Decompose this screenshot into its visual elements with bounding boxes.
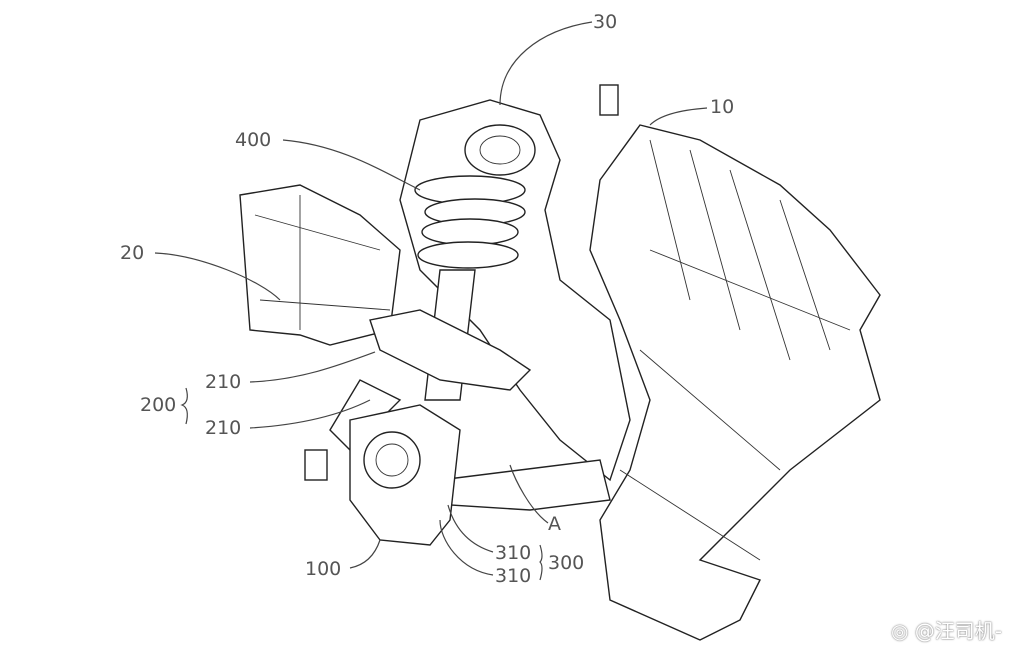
label-310-upper: 310 (495, 542, 531, 564)
leader-lines (154, 21, 708, 581)
label-200: 200 (140, 394, 176, 416)
weibo-icon: ◎ (890, 619, 915, 643)
label-210-upper: 210 (205, 371, 241, 393)
label-100: 100 (305, 558, 341, 580)
body-panel-10 (589, 124, 881, 641)
label-210-lower: 210 (205, 417, 241, 439)
knuckle-100 (304, 84, 619, 546)
label-310-lower: 310 (495, 565, 531, 587)
label-10: 10 (710, 96, 734, 118)
label-400: 400 (235, 129, 271, 151)
label-A: A (548, 513, 561, 535)
watermark-text: @汪司机- (914, 619, 1002, 643)
label-300: 300 (548, 552, 584, 574)
label-20: 20 (120, 242, 144, 264)
watermark: ◎ @汪司机- (891, 615, 1002, 644)
label-30: 30 (593, 11, 617, 33)
control-arms-210 (329, 309, 611, 511)
